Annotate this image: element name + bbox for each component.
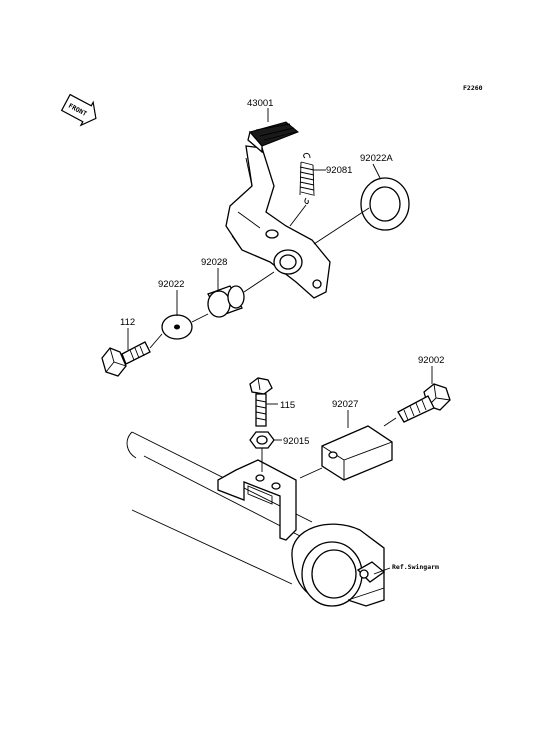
- label-reference-swingarm: Ref.Swingarm: [392, 563, 439, 571]
- bolt-stopper: [249, 377, 273, 427]
- bolt-bracket: [383, 383, 451, 427]
- label-washer-large: 92022A: [360, 153, 393, 164]
- brake-pedal: [225, 121, 331, 299]
- label-washer: 92022: [158, 279, 184, 290]
- nut: [249, 431, 275, 472]
- label-stopper: 92027: [332, 399, 358, 410]
- washer: [161, 313, 209, 340]
- label-collar: 92028: [201, 257, 227, 268]
- swingarm: [126, 431, 391, 607]
- collar: [207, 271, 275, 318]
- label-spring: 92081: [326, 165, 352, 176]
- label-nut: 92015: [283, 436, 309, 447]
- label-bolt-pedal: 112: [120, 317, 135, 328]
- label-brake-pedal: 43001: [247, 98, 273, 109]
- return-spring: [289, 152, 315, 227]
- stopper: [299, 425, 393, 481]
- label-bolt-bracket: 92002: [418, 355, 444, 366]
- washer-large: [313, 177, 410, 245]
- figure-code: F2260: [463, 84, 483, 92]
- label-bolt-stopper: 115: [280, 400, 295, 411]
- bolt-pedal: [101, 333, 163, 377]
- front-arrow-icon: FRONT: [60, 93, 97, 127]
